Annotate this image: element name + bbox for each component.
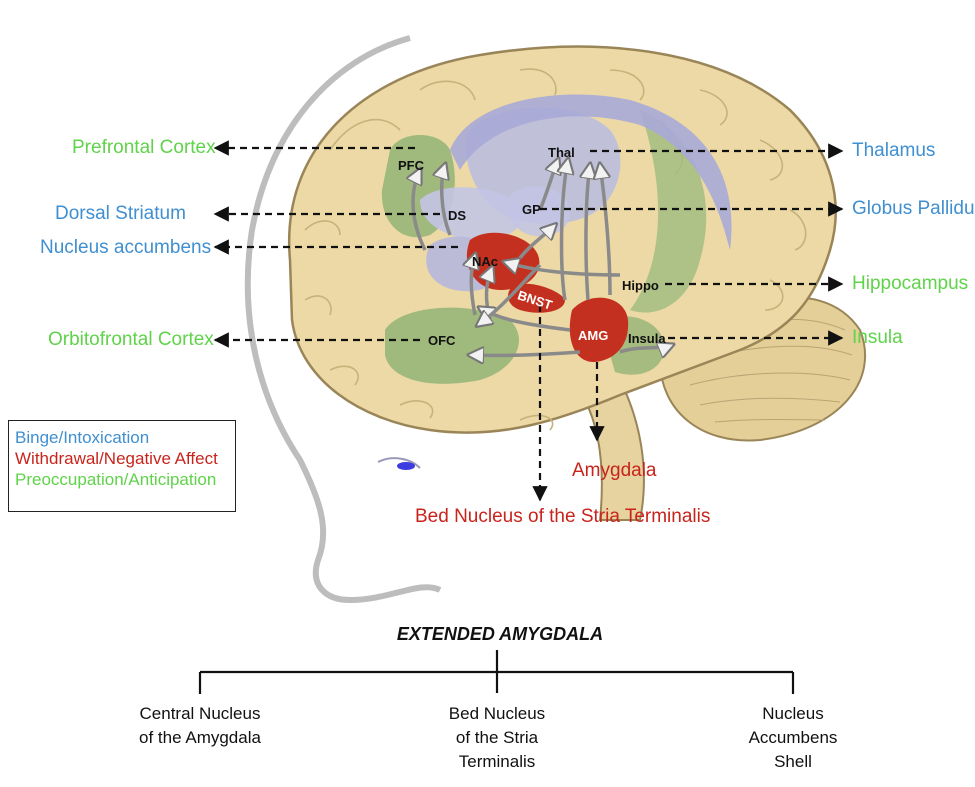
tree-leaf-central-nucleus: Central Nucleus of the Amygdala <box>110 702 290 750</box>
tree-leaf-accumbens-shell: Nucleus Accumbens Shell <box>703 702 883 774</box>
tree-leaf-bnst: Bed Nucleus of the Stria Terminalis <box>407 702 587 774</box>
